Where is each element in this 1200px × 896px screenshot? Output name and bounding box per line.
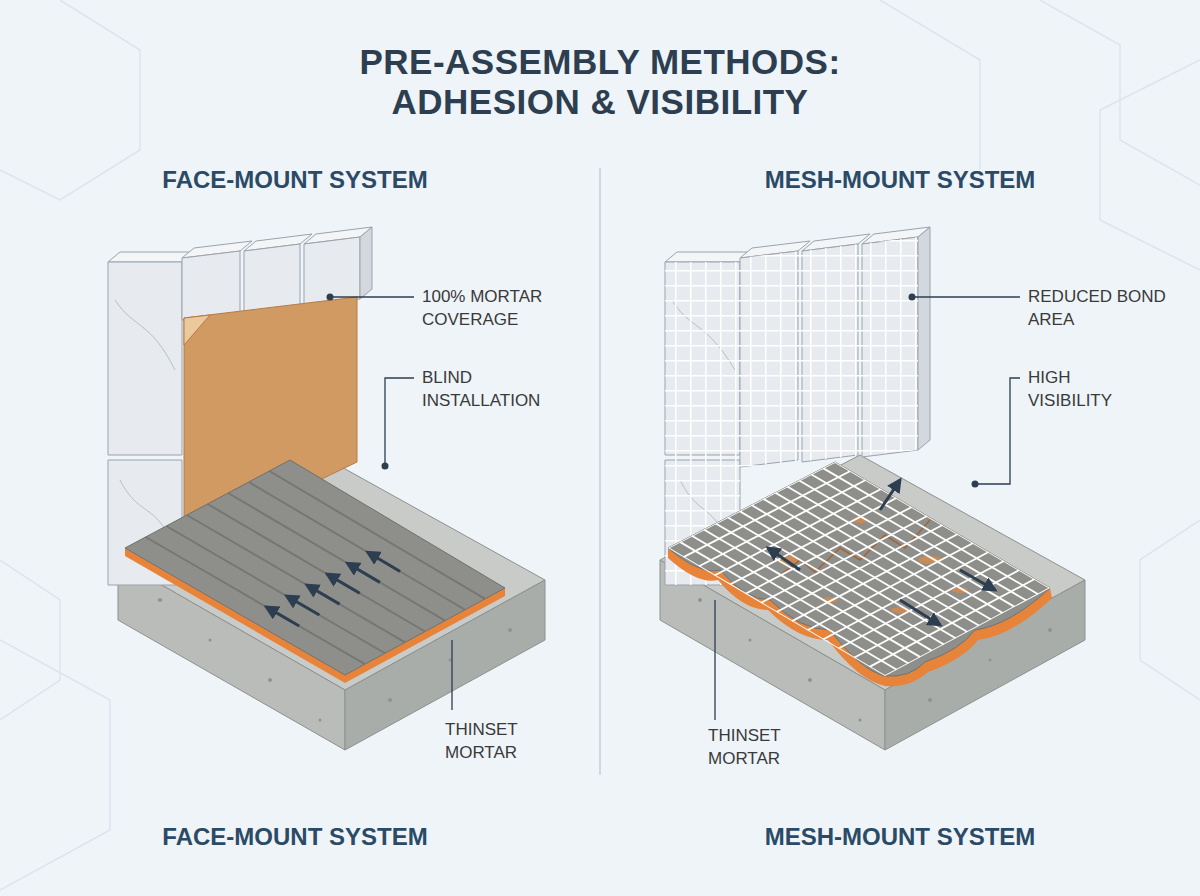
mesh-line bbox=[885, 588, 1050, 676]
mesh-line bbox=[811, 474, 1026, 600]
panel-footer: FACE-MOUNT SYSTEM bbox=[95, 822, 495, 852]
mesh-line bbox=[775, 493, 991, 620]
trowel-groove bbox=[269, 471, 485, 599]
mesh-line bbox=[835, 462, 1050, 588]
mesh-line bbox=[823, 468, 1038, 594]
panel-heading: MESH-MOUNT SYSTEM bbox=[700, 165, 1100, 195]
callout-label: BLIND INSTALLATION bbox=[422, 366, 572, 412]
mesh-line bbox=[799, 480, 1014, 606]
leader-line bbox=[330, 296, 414, 297]
mesh-line bbox=[763, 499, 979, 626]
arrow bbox=[307, 585, 340, 604]
trowel-groove bbox=[249, 482, 465, 610]
arrow bbox=[287, 596, 320, 615]
thinset-mortar bbox=[668, 462, 1050, 676]
mesh-line bbox=[854, 570, 1019, 658]
floor-mesh bbox=[668, 462, 1050, 676]
trowel-groove bbox=[208, 504, 426, 632]
leader-line bbox=[385, 378, 414, 466]
arrow bbox=[900, 600, 940, 625]
panel-divider bbox=[599, 168, 601, 775]
panel-footer: MESH-MOUNT SYSTEM bbox=[700, 822, 1100, 852]
thinset-mortar bbox=[125, 460, 505, 675]
arrow bbox=[327, 574, 360, 593]
mesh-line bbox=[752, 505, 968, 632]
mesh-line bbox=[870, 579, 1035, 667]
callout-label: THINSET MORTAR bbox=[445, 718, 570, 764]
arrow bbox=[880, 480, 900, 510]
arrow bbox=[266, 607, 299, 626]
tile-top-face bbox=[108, 252, 194, 262]
tile bbox=[108, 262, 182, 455]
mesh-line bbox=[792, 534, 958, 621]
callout-label: HIGH VISIBILITY bbox=[1028, 366, 1148, 412]
diagram-title: PRE-ASSEMBLY METHODS: ADHESION & VISIBIL… bbox=[280, 42, 920, 122]
leader-line bbox=[451, 640, 452, 710]
paper-peel bbox=[184, 315, 210, 345]
callout-label: REDUCED BOND AREA bbox=[1028, 285, 1183, 331]
panel-heading: FACE-MOUNT SYSTEM bbox=[95, 165, 495, 195]
tile-side bbox=[918, 227, 930, 450]
leader-line bbox=[912, 296, 1020, 297]
mortar-grooves bbox=[146, 471, 485, 664]
leader-line bbox=[714, 600, 715, 720]
arrow bbox=[960, 570, 995, 590]
callout-label: THINSET MORTAR bbox=[708, 724, 833, 770]
spread-arrows bbox=[768, 480, 995, 625]
leader-line bbox=[975, 378, 1020, 484]
mesh-mount-illustration bbox=[660, 227, 1085, 750]
mesh-line bbox=[740, 511, 956, 638]
mesh-line bbox=[839, 561, 1004, 649]
tile-top-face bbox=[665, 252, 752, 262]
tile bbox=[304, 237, 360, 306]
tile bbox=[244, 244, 300, 313]
arrow bbox=[768, 548, 800, 570]
arrow bbox=[368, 552, 400, 571]
marble-vein bbox=[115, 300, 178, 560]
arrow bbox=[347, 563, 380, 582]
mesh-grid bbox=[740, 237, 918, 467]
mesh-line bbox=[728, 517, 944, 644]
callout-label: 100% MORTAR COVERAGE bbox=[422, 285, 572, 331]
tile-side bbox=[360, 227, 372, 299]
tile bbox=[182, 251, 240, 320]
mesh-line bbox=[823, 552, 989, 639]
trowel-groove bbox=[187, 515, 405, 642]
mesh-line bbox=[808, 543, 974, 630]
mesh-line bbox=[787, 487, 1003, 614]
